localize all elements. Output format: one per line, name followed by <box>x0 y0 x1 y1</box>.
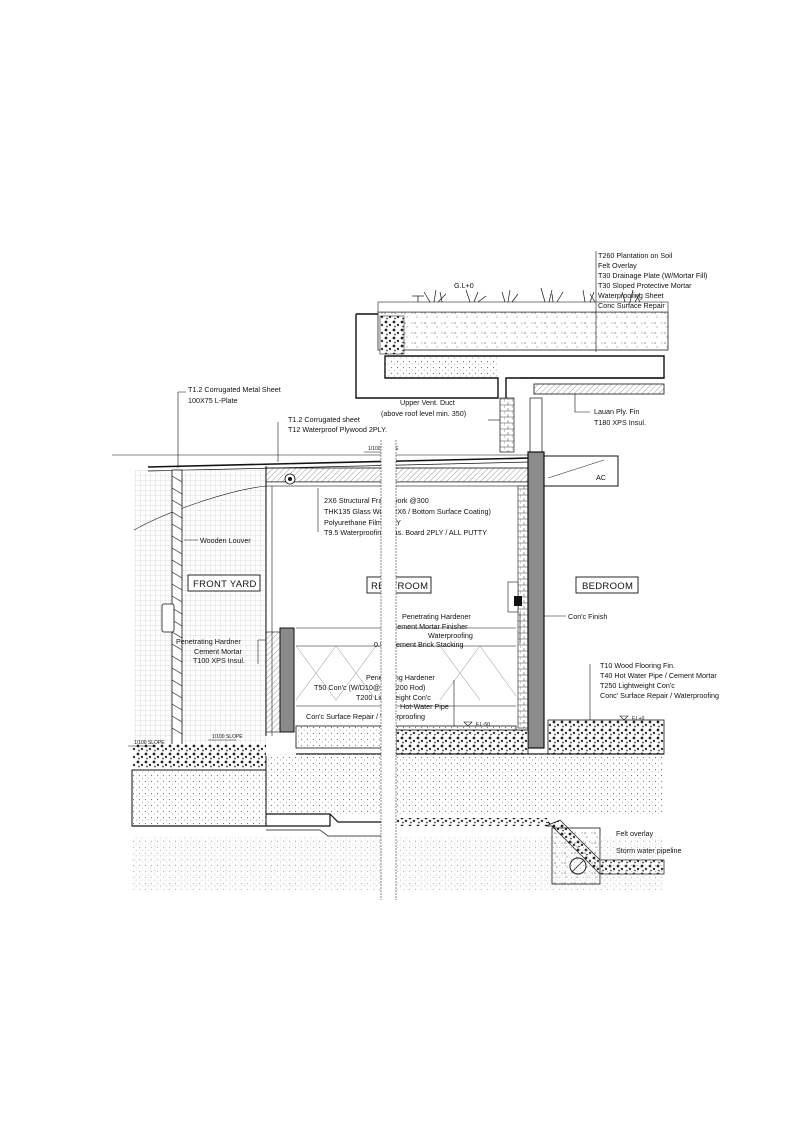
svg-text:T260 Plantation on Soil: T260 Plantation on Soil <box>598 251 673 260</box>
restroom-floor-labels: Penetrating Hardener T50 Con'c (W/D10@20… <box>306 673 449 721</box>
svg-text:T9.5 Waterproofing Plas. Board: T9.5 Waterproofing Plas. Board 2PLY / AL… <box>324 528 487 537</box>
corrugated-right-labels: T1.2 Corrugated sheet T12 Waterproof Ply… <box>288 415 387 434</box>
svg-text:T1.2 Corrugated Metal Sheet: T1.2 Corrugated Metal Sheet <box>188 385 281 394</box>
restroom-level-mark: F.L-50 <box>463 721 490 728</box>
front-yard-ground <box>131 744 267 827</box>
subgrade-earth <box>132 836 664 890</box>
vent-duct <box>488 397 543 455</box>
svg-text:0.5B Cement Brick Stacking: 0.5B Cement Brick Stacking <box>374 640 463 649</box>
svg-text:Lauan Ply. Fin: Lauan Ply. Fin <box>594 407 639 416</box>
ground-level-label: G.L+0 <box>454 281 474 290</box>
svg-text:T50 Con'c (W/D10@200x200 Rod): T50 Con'c (W/D10@200x200 Rod) <box>314 683 425 692</box>
bedroom-tag <box>575 576 639 594</box>
front-yard-louver-screen <box>133 469 267 751</box>
svg-text:Waterproofing Sheet: Waterproofing Sheet <box>598 291 664 300</box>
bedroom-level-mark: F.L+0 <box>619 715 645 722</box>
plants <box>423 287 641 303</box>
bedroom-label: BEDROOM <box>582 581 633 592</box>
svg-text:Upper Vent. Duct: Upper Vent. Duct <box>400 398 455 407</box>
front-wall-labels: Penetrating Hardner Cement Mortar T100 X… <box>176 637 245 665</box>
svg-text:Cement Mortar Finisher: Cement Mortar Finisher <box>392 622 468 631</box>
svg-text:T250 Lightweight Con'c: T250 Lightweight Con'c <box>600 681 675 690</box>
svg-text:T180 XPS Insul.: T180 XPS Insul. <box>594 418 646 427</box>
conc-finish-label: Con'c Finish <box>568 612 607 621</box>
svg-text:2X6 Structural Framework @300: 2X6 Structural Framework @300 <box>324 496 429 505</box>
restroom-label: RESTROOM <box>371 581 428 592</box>
wooden-louver-label: Wooden Louver <box>200 536 251 545</box>
svg-text:T30 Sloped Protective Mortar: T30 Sloped Protective Mortar <box>598 281 692 290</box>
corrugated-left-labels: T1.2 Corrugated Metal Sheet 100X75 L-Pla… <box>188 385 281 405</box>
ceiling-insulation-panel <box>533 383 665 413</box>
svg-text:Conc' Surface Repair / Waterpr: Conc' Surface Repair / Waterproofing <box>600 691 719 700</box>
svg-text:Hot-Water Pipe: Hot-Water Pipe <box>400 702 449 711</box>
bedroom-floor-labels: T10 Wood Flooring Fin. T40 Hot Water Pip… <box>600 661 719 700</box>
svg-text:Penetrating Hardener: Penetrating Hardener <box>366 673 435 682</box>
svg-text:T30 Drainage Plate (W/Mortar F: T30 Drainage Plate (W/Mortar Fill) <box>598 271 707 280</box>
svg-text:F.L-50: F.L-50 <box>476 722 490 728</box>
svg-text:1/100 SLOPE: 1/100 SLOPE <box>212 734 243 740</box>
svg-text:Penetrating Hardener: Penetrating Hardener <box>402 612 471 621</box>
ac-unit: AC <box>543 455 619 487</box>
svg-text:100X75 L-Plate: 100X75 L-Plate <box>188 396 238 405</box>
svg-text:Con'c Surface Repair / Waterpr: Con'c Surface Repair / Waterproofing <box>306 712 425 721</box>
yard-slope-marks: 1/100 SLOPE 1/100 SLOPE <box>128 734 243 747</box>
svg-text:T12 Waterproof Plywood 2PLY.: T12 Waterproof Plywood 2PLY. <box>288 425 387 434</box>
svg-text:T100 XPS Insul.: T100 XPS Insul. <box>193 656 245 665</box>
front-wall <box>265 466 295 736</box>
svg-text:Felt Overlay: Felt Overlay <box>598 261 637 270</box>
svg-text:Waterproofing: Waterproofing <box>428 631 473 640</box>
restroom-wall-labels: Penetrating Hardener Cement Mortar Finis… <box>374 612 473 649</box>
front-yard-label: FRONT YARD <box>193 579 257 590</box>
roof-garden-labels: T260 Plantation on Soil Felt Overlay T30… <box>598 251 707 310</box>
svg-text:Conc Surface Repair: Conc Surface Repair <box>598 301 665 310</box>
svg-text:T1.2 Corrugated sheet: T1.2 Corrugated sheet <box>288 415 360 424</box>
svg-text:F.L+0: F.L+0 <box>632 716 645 722</box>
svg-text:T10 Wood Flooring Fin.: T10 Wood Flooring Fin. <box>600 661 675 670</box>
svg-text:THK135 Glass Wool (2X6 / Botto: THK135 Glass Wool (2X6 / Bottom Surface … <box>324 507 491 516</box>
front-wall-leader <box>257 639 266 664</box>
corrugated-left-leader <box>177 391 186 468</box>
floor-slabs <box>132 719 665 863</box>
svg-text:Penetrating Hardner: Penetrating Hardner <box>176 637 241 646</box>
svg-text:T40 Hot Water Pipe / Cement Mo: T40 Hot Water Pipe / Cement Mortar <box>600 671 717 680</box>
svg-text:Cement Mortar: Cement Mortar <box>194 647 243 656</box>
vent-duct-labels: Upper Vent. Duct (above roof level min. … <box>381 398 466 418</box>
roof-structure-labels: 2X6 Structural Framework @300 THK135 Gla… <box>324 496 491 537</box>
restroom-right-wall <box>507 451 545 749</box>
front-yard-tag <box>187 574 261 592</box>
svg-text:(above roof level min. 350): (above roof level min. 350) <box>381 409 466 418</box>
break-lines <box>380 440 397 910</box>
svg-text:Polyurethane Film 1PLY: Polyurethane Film 1PLY <box>324 518 401 527</box>
roof-garden <box>355 287 669 399</box>
ceiling-insulation-labels: Lauan Ply. Fin T180 XPS Insul. <box>594 407 646 427</box>
svg-text:Felt overlay: Felt overlay <box>616 829 654 838</box>
svg-text:1/100 SLOPE: 1/100 SLOPE <box>134 740 165 746</box>
ac-label: AC <box>596 473 606 482</box>
